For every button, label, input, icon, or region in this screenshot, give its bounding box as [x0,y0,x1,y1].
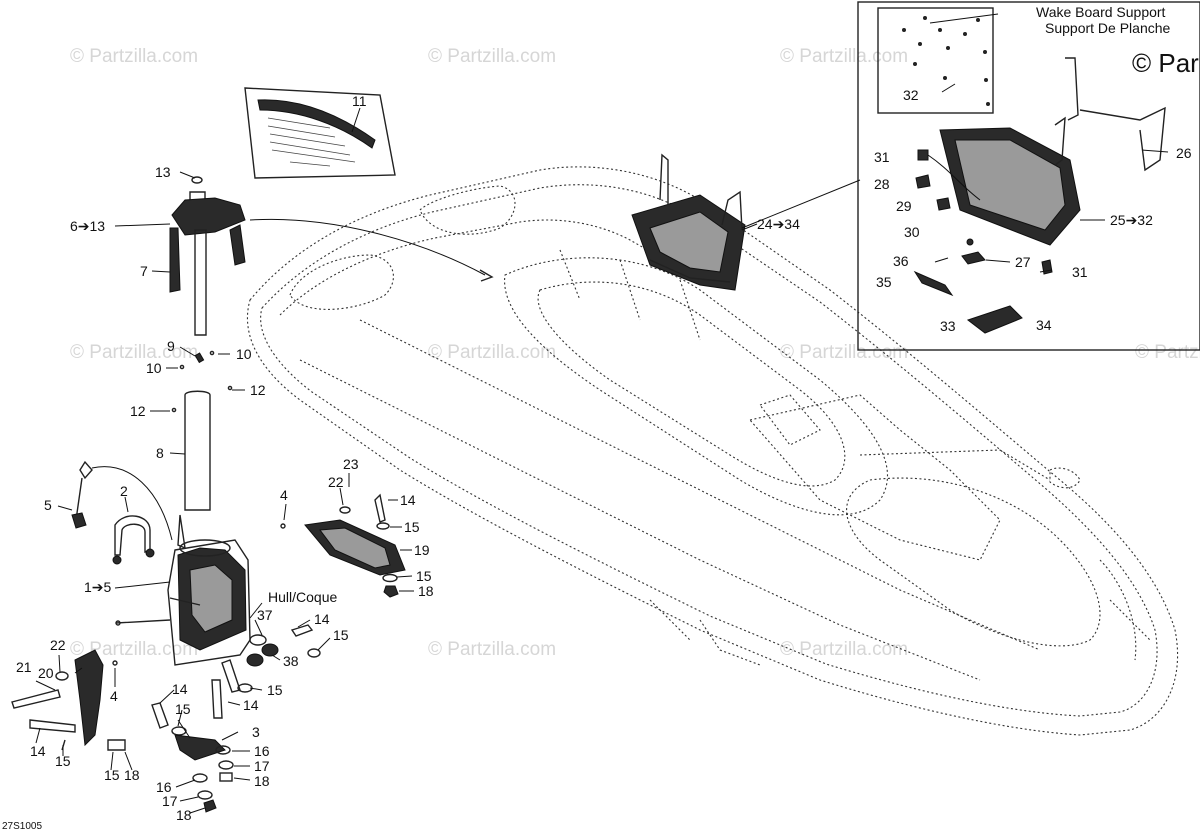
bracket-19 [304,493,406,598]
callout-20: 20 [38,665,54,681]
callout-16: 16 [254,743,270,759]
watermark: © Partzilla.com [428,46,556,67]
callout-28: 28 [874,176,890,192]
callout-10: 10 [146,360,162,376]
callout-17: 17 [254,758,270,774]
callout-26: 26 [1176,145,1192,161]
watermark: © Partzilla.com [780,46,908,67]
inset-subtitle: Support De Planche [1045,20,1171,36]
callout-18: 18 [418,583,434,599]
watermark: © Partzilla.com [70,46,198,67]
callout-10: 10 [236,346,252,362]
callout-17: 17 [162,793,178,809]
callout-18: 18 [254,773,270,789]
tower-pole-assembly [71,176,251,666]
callout-13: 13 [155,164,171,180]
callout-1-5: 1➔5 [84,579,112,595]
callout-labels: 11 13 6➔13 7 9 10 10 12 12 8 5 2 1➔5 4 4… [16,87,1192,823]
callout-19: 19 [414,542,430,558]
hull-outline [246,166,1179,736]
watermark: © Partzilla.com [780,639,908,660]
callout-12: 12 [130,403,146,419]
callout-15: 15 [333,627,349,643]
callout-15: 15 [104,767,120,783]
callout-31: 31 [874,149,890,165]
callout-4: 4 [110,688,118,704]
callout-6-13: 6➔13 [70,218,105,234]
callout-16: 16 [156,779,172,795]
callout-14: 14 [243,697,259,713]
callout-24-34: 24➔34 [757,216,800,232]
inset-title: Wake Board Support [1036,4,1166,20]
callout-34: 34 [1036,317,1052,333]
diagram-code: 27S1005 [2,821,42,832]
callout-7: 7 [140,263,148,279]
watermarks: © Partzilla.com © Partzilla.com © Partzi… [70,46,1200,660]
callout-38: 38 [283,653,299,669]
callout-14: 14 [30,743,46,759]
callout-9: 9 [167,338,175,354]
callout-15: 15 [404,519,420,535]
callout-33: 33 [940,318,956,334]
wakeboard-support-inset [741,1,1200,351]
callout-35: 35 [876,274,892,290]
callout-25-32: 25➔32 [1110,212,1153,228]
callout-37: 37 [257,607,273,623]
callout-11: 11 [352,93,367,109]
fasteners-lower [11,523,321,813]
callout-3: 3 [252,724,260,740]
callout-15: 15 [175,701,191,717]
callout-15: 15 [267,682,283,698]
callout-21: 21 [16,659,32,675]
callout-30: 30 [904,224,920,240]
watermark: © Partzilla.com [780,342,908,363]
callout-29: 29 [896,198,912,214]
callout-8: 8 [156,445,164,461]
callout-14: 14 [400,492,416,508]
callout-22: 22 [328,474,344,490]
wakeboard-rack-assembly [631,153,746,291]
callout-23: 23 [343,456,359,472]
callout-12: 12 [250,382,266,398]
watermark: © Partzilla.com [70,639,198,660]
callout-18: 18 [124,767,140,783]
callout-14: 14 [172,681,188,697]
callout-4: 4 [280,487,288,503]
warning-label [244,87,396,179]
callout-2: 2 [120,483,128,499]
callout-18: 18 [176,807,192,823]
callout-15: 15 [416,568,432,584]
leader-lines [35,171,758,814]
callout-22: 22 [50,637,66,653]
callout-32: 32 [903,87,919,103]
callout-15: 15 [55,753,71,769]
callout-14: 14 [314,611,330,627]
watermark: © Partzilla.com [428,639,556,660]
inset-watermark: © Par [1132,48,1199,78]
hull-label: Hull/Coque [268,589,337,605]
callout-5: 5 [44,497,52,513]
callout-31: 31 [1072,264,1088,280]
callout-27: 27 [1015,254,1031,270]
watermark: © Partzilla.com [70,342,198,363]
watermark: © Partzilla.com [1135,342,1200,363]
callout-36: 36 [893,253,909,269]
watermark: © Partzilla.com [428,342,556,363]
